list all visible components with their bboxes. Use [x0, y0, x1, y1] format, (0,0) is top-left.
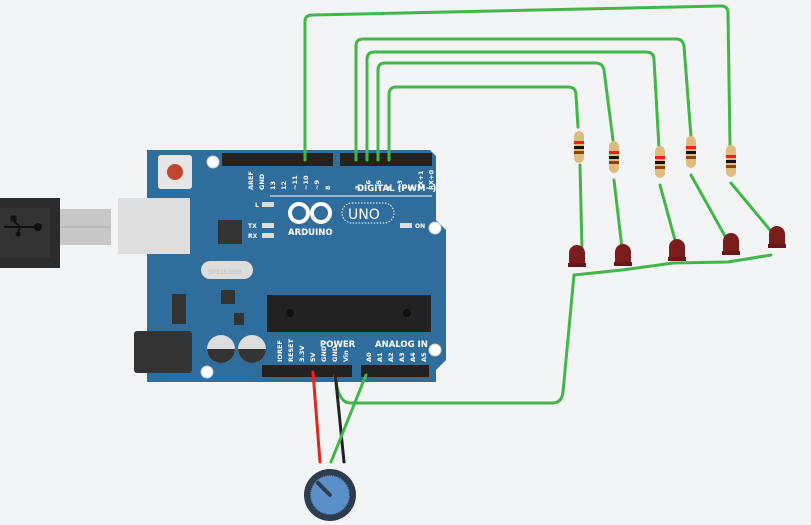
- wire-r4-led4: [689, 173, 727, 238]
- resistor-R3[interactable]: [655, 146, 665, 178]
- wire-5v[interactable]: [311, 370, 322, 464]
- arduino-logo-icon: [288, 202, 332, 224]
- pin-label: 4: [386, 185, 394, 190]
- pin-label: ~3: [396, 180, 404, 190]
- wire-pin10[interactable]: [303, 4, 732, 162]
- pin-label: ~9: [313, 180, 321, 190]
- arduino-board[interactable]: DIGITAL (PWM~) POWER ANALOG IN ARDUINO U…: [118, 150, 446, 382]
- pin-label: ~10: [302, 175, 310, 190]
- wire-pin4[interactable]: [376, 61, 615, 162]
- resistor-band: [726, 160, 736, 163]
- pin-label: A2: [387, 352, 395, 362]
- wire-r3-led3: [658, 183, 677, 242]
- wire-pin6[interactable]: [354, 37, 693, 162]
- analog-label: ANALOG IN: [375, 340, 428, 350]
- usb-port: [118, 198, 190, 254]
- digital-label: DIGITAL (PWM~): [357, 184, 437, 194]
- wire-r2-led2: [612, 178, 624, 250]
- pin-label: 12: [280, 181, 288, 190]
- digital-header-left: [222, 153, 333, 166]
- pin-label: ~6: [365, 180, 373, 190]
- resistor-band: [574, 141, 584, 144]
- brand-label: ARDUINO: [288, 228, 333, 238]
- led-rx-label: RX: [248, 233, 258, 240]
- pin-label: RESET: [287, 338, 295, 362]
- pin-label: RX+0: [428, 170, 436, 190]
- led-D2[interactable]: [614, 244, 632, 266]
- wire-pin5[interactable]: [365, 50, 661, 162]
- wire-r5-led5: [729, 181, 772, 232]
- pin-label: A5: [420, 352, 428, 362]
- resistor-band: [686, 151, 696, 154]
- svg-text:SPX16.0006: SPX16.0006: [208, 270, 242, 276]
- wire-pin3[interactable]: [387, 85, 580, 162]
- pin-label: TX+1: [417, 170, 425, 190]
- led-l-label: L: [255, 202, 259, 209]
- pin-label: A4: [409, 352, 417, 362]
- resistor-band: [655, 166, 665, 169]
- model-label: UNO: [348, 207, 380, 223]
- on-label: ON: [415, 223, 425, 230]
- usb-icon: [4, 215, 42, 237]
- resistor-R4[interactable]: [686, 136, 696, 168]
- crystal: [201, 261, 253, 279]
- wire-a0[interactable]: [329, 373, 368, 464]
- digital-header-right: [340, 153, 432, 166]
- resistor-band: [609, 156, 619, 159]
- resistor-band: [574, 151, 584, 154]
- pin-label: ~5: [375, 180, 383, 190]
- pin-label: 13: [269, 181, 277, 190]
- pin-label: 8: [324, 185, 332, 190]
- power-header: [262, 365, 352, 377]
- power-label: POWER: [320, 340, 356, 350]
- pin-label: GND: [331, 345, 339, 362]
- potentiometer-knob-indicator[interactable]: [316, 481, 332, 497]
- wire-led-ground[interactable]: [333, 253, 773, 405]
- resistor-band: [686, 146, 696, 149]
- resistor-band: [574, 146, 584, 149]
- wire-r1-led1: [578, 163, 584, 252]
- resistor-band: [609, 151, 619, 154]
- potentiometer[interactable]: [304, 469, 356, 521]
- usb-cable[interactable]: [0, 198, 111, 268]
- pin-label: 5V: [309, 352, 317, 362]
- pin-label: ~11: [291, 175, 299, 190]
- resistor-R5[interactable]: [726, 145, 736, 177]
- resistor-R2[interactable]: [609, 141, 619, 173]
- resistor-band: [686, 156, 696, 159]
- resistor-band: [726, 165, 736, 168]
- pin-label: A3: [398, 352, 406, 362]
- wire-gnd[interactable]: [333, 370, 346, 464]
- led-D4[interactable]: [722, 233, 740, 255]
- resistor-band: [609, 161, 619, 164]
- resistor-band: [655, 161, 665, 164]
- power-jack: [134, 331, 192, 373]
- pin-label: A0: [365, 352, 373, 362]
- led-D3[interactable]: [668, 239, 686, 261]
- resistor-R1[interactable]: [574, 131, 584, 163]
- analog-header: [361, 365, 429, 377]
- pin-label: A1: [376, 352, 384, 362]
- pin-label: AREF: [247, 171, 255, 190]
- pin-label: 3.3V: [298, 345, 306, 362]
- pin-label: 2: [407, 185, 415, 190]
- pin-label: GND: [258, 173, 266, 190]
- resistor-band: [726, 155, 736, 158]
- pin-label: 7: [354, 185, 362, 190]
- usb-chip: [218, 220, 242, 244]
- pin-label: IOREF: [276, 340, 284, 362]
- led-D5[interactable]: [768, 226, 786, 248]
- wires: [303, 4, 773, 464]
- resistor-band: [655, 156, 665, 159]
- led-tx-label: TX: [248, 223, 257, 230]
- pin-label: GND: [320, 345, 328, 362]
- led-D1[interactable]: [568, 245, 586, 267]
- pin-label: Vin: [342, 350, 350, 362]
